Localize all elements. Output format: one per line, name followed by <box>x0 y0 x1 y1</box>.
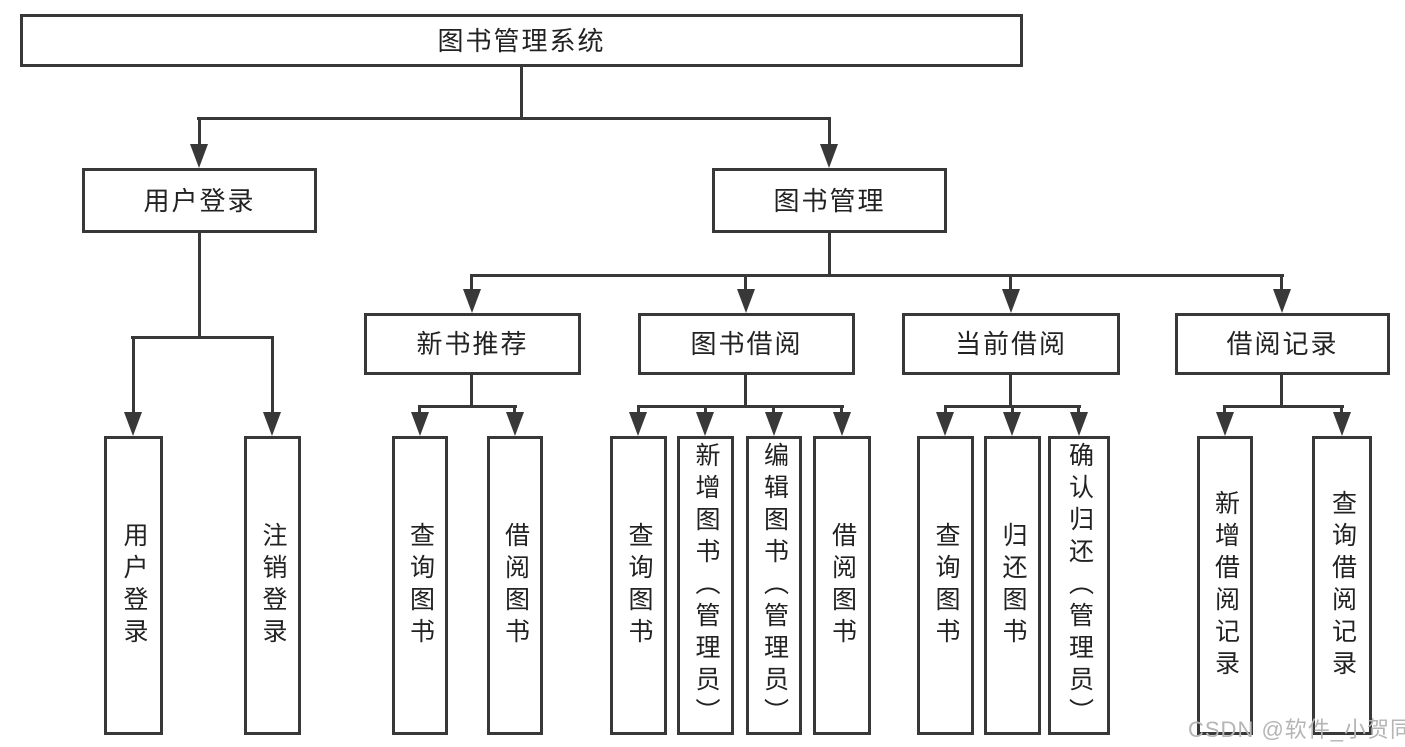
leaf-confirm-return-admin: 确认归还（管理员） <box>1048 436 1110 735</box>
arrow-down-icon <box>629 412 647 436</box>
watermark: CSDN @软件_小贺同学 <box>1188 717 1405 742</box>
arrow-down-icon <box>1216 412 1234 436</box>
leaf-label: 用户登录 <box>120 521 148 650</box>
connector-hline <box>470 274 1284 277</box>
connector-hline <box>418 405 517 408</box>
node-label: 当前借阅 <box>954 329 1067 359</box>
leaf-label: 编辑图书（管理员） <box>760 441 789 730</box>
connector-vline <box>1223 405 1226 415</box>
node-book-borrowing: 图书借阅 <box>638 313 855 375</box>
arrow-down-icon <box>1333 412 1351 436</box>
connector-vline <box>513 405 516 415</box>
connector-vline <box>1340 405 1343 415</box>
leaf-borrow-books-borrowing: 借阅图书 <box>813 436 871 735</box>
leaf-add-books-admin: 新增图书（管理员） <box>677 436 734 735</box>
connector-vline <box>637 405 640 415</box>
leaf-borrow-books-recommend: 借阅图书 <box>487 436 543 735</box>
leaf-return-books: 归还图书 <box>984 436 1041 735</box>
connector-vline <box>198 117 201 147</box>
connector-vline <box>744 373 747 408</box>
connector-vline <box>744 274 747 292</box>
leaf-query-books-current: 查询图书 <box>917 436 974 735</box>
node-library-system: 图书管理系统 <box>20 14 1023 67</box>
connector-vline <box>704 405 707 415</box>
node-label: 新书推荐 <box>416 329 529 359</box>
arrow-down-icon <box>1070 412 1088 436</box>
connector-vline <box>828 232 831 277</box>
connector-vline <box>418 405 421 415</box>
leaf-user-login: 用户登录 <box>104 436 163 735</box>
arrow-down-icon <box>1273 289 1291 313</box>
node-current-borrowing: 当前借阅 <box>902 313 1120 375</box>
connector-vline <box>271 336 274 416</box>
arrow-down-icon <box>411 412 429 436</box>
connector-vline <box>1009 373 1012 408</box>
arrow-down-icon <box>506 412 524 436</box>
leaf-logout-login: 注销登录 <box>244 436 301 735</box>
connector-hline <box>1223 405 1344 408</box>
node-label: 借阅记录 <box>1226 329 1339 359</box>
connector-vline <box>520 66 523 119</box>
arrow-down-icon <box>1003 412 1021 436</box>
connector-vline <box>470 274 473 292</box>
arrow-down-icon <box>463 289 481 313</box>
leaf-label: 新增图书（管理员） <box>692 441 720 730</box>
arrow-down-icon <box>737 289 755 313</box>
arrow-down-icon <box>263 412 281 436</box>
connector-hline <box>197 117 831 120</box>
node-label: 用户登录 <box>143 185 256 216</box>
leaf-query-books-recommend: 查询图书 <box>392 436 448 735</box>
node-label: 图书借阅 <box>690 329 803 359</box>
leaf-label: 新增借阅记录 <box>1211 489 1240 682</box>
leaf-add-borrowing-record: 新增借阅记录 <box>1197 436 1253 735</box>
connector-vline <box>1077 405 1080 415</box>
leaf-label: 查询图书 <box>932 521 960 650</box>
connector-hline <box>131 336 274 339</box>
leaf-label: 注销登录 <box>259 521 287 650</box>
leaf-edit-books-admin: 编辑图书（管理员） <box>746 436 802 735</box>
arrow-down-icon <box>1002 289 1020 313</box>
leaf-query-books-borrowing: 查询图书 <box>610 436 667 735</box>
node-book-management: 图书管理 <box>712 168 947 233</box>
arrow-down-icon <box>124 412 142 436</box>
node-label: 图书管理系统 <box>437 25 606 56</box>
connector-vline <box>198 232 201 338</box>
node-user-login: 用户登录 <box>82 168 317 233</box>
connector-vline <box>1280 373 1283 408</box>
arrow-down-icon <box>696 412 714 436</box>
connector-vline <box>1009 274 1012 292</box>
leaf-label: 查询借阅记录 <box>1328 489 1357 682</box>
node-new-book-recommendation: 新书推荐 <box>364 313 581 375</box>
connector-vline <box>132 336 135 416</box>
connector-vline <box>470 373 473 408</box>
arrow-down-icon <box>936 412 954 436</box>
node-borrowing-records: 借阅记录 <box>1175 313 1390 375</box>
connector-vline <box>1011 405 1014 415</box>
leaf-label: 归还图书 <box>999 521 1027 650</box>
leaf-label: 借阅图书 <box>828 521 857 650</box>
connector-vline <box>944 405 947 415</box>
connector-vline <box>772 405 775 415</box>
connector-hline <box>637 405 844 408</box>
arrow-down-icon <box>833 412 851 436</box>
leaf-label: 借阅图书 <box>501 521 530 650</box>
arrow-down-icon <box>190 144 208 168</box>
leaf-label: 查询图书 <box>406 521 435 650</box>
leaf-label: 查询图书 <box>625 521 653 650</box>
arrow-down-icon <box>820 144 838 168</box>
connector-vline <box>840 405 843 415</box>
leaf-label: 确认归还（管理员） <box>1065 441 1094 730</box>
connector-vline <box>1280 274 1283 292</box>
leaf-query-borrowing-record: 查询借阅记录 <box>1312 436 1372 735</box>
node-label: 图书管理 <box>773 185 886 216</box>
arrow-down-icon <box>765 412 783 436</box>
connector-vline <box>828 117 831 147</box>
